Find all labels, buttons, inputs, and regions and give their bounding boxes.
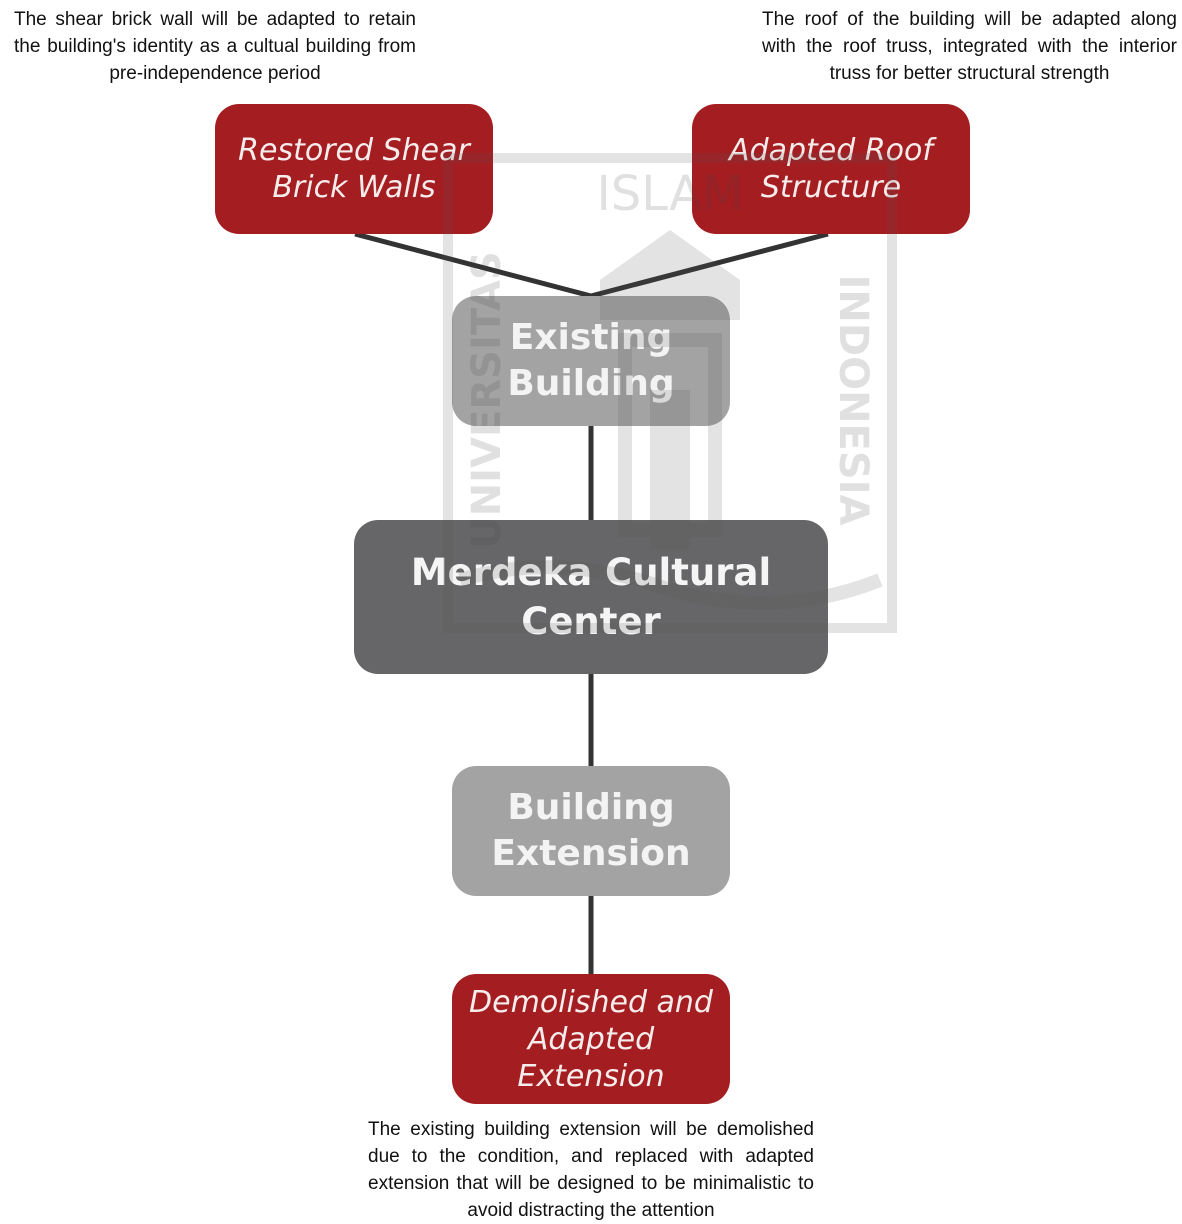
watermark-right-text: INDONESIA xyxy=(830,274,876,525)
watermark-top-text: ISLAM xyxy=(597,166,744,222)
watermark-left-text: UNIVERSITAS xyxy=(464,251,510,549)
connector-walls-to-existing xyxy=(354,231,592,299)
node-adapted-roof: Adapted Roof Structure xyxy=(692,104,970,234)
node-building-extension: Building Extension xyxy=(452,766,730,896)
note-demolished-extension: The existing building extension will be … xyxy=(368,1119,814,1221)
connector-roof-to-existing xyxy=(590,231,829,299)
university-seal-watermark: ISLAM UNIVERSITAS INDONESIA xyxy=(443,153,897,633)
node-existing-building: Existing Building xyxy=(452,296,730,426)
node-merdeka-cultural-center: Merdeka Cultural Center xyxy=(354,520,828,674)
node-demolished-adapted-extension: Demolished and Adapted Extension xyxy=(452,974,730,1104)
note-restored-walls: The shear brick wall will be adapted to … xyxy=(14,9,416,84)
node-restored-walls: Restored Shear Brick Walls xyxy=(215,104,493,234)
note-adapted-roof: The roof of the building will be adapted… xyxy=(762,9,1177,84)
